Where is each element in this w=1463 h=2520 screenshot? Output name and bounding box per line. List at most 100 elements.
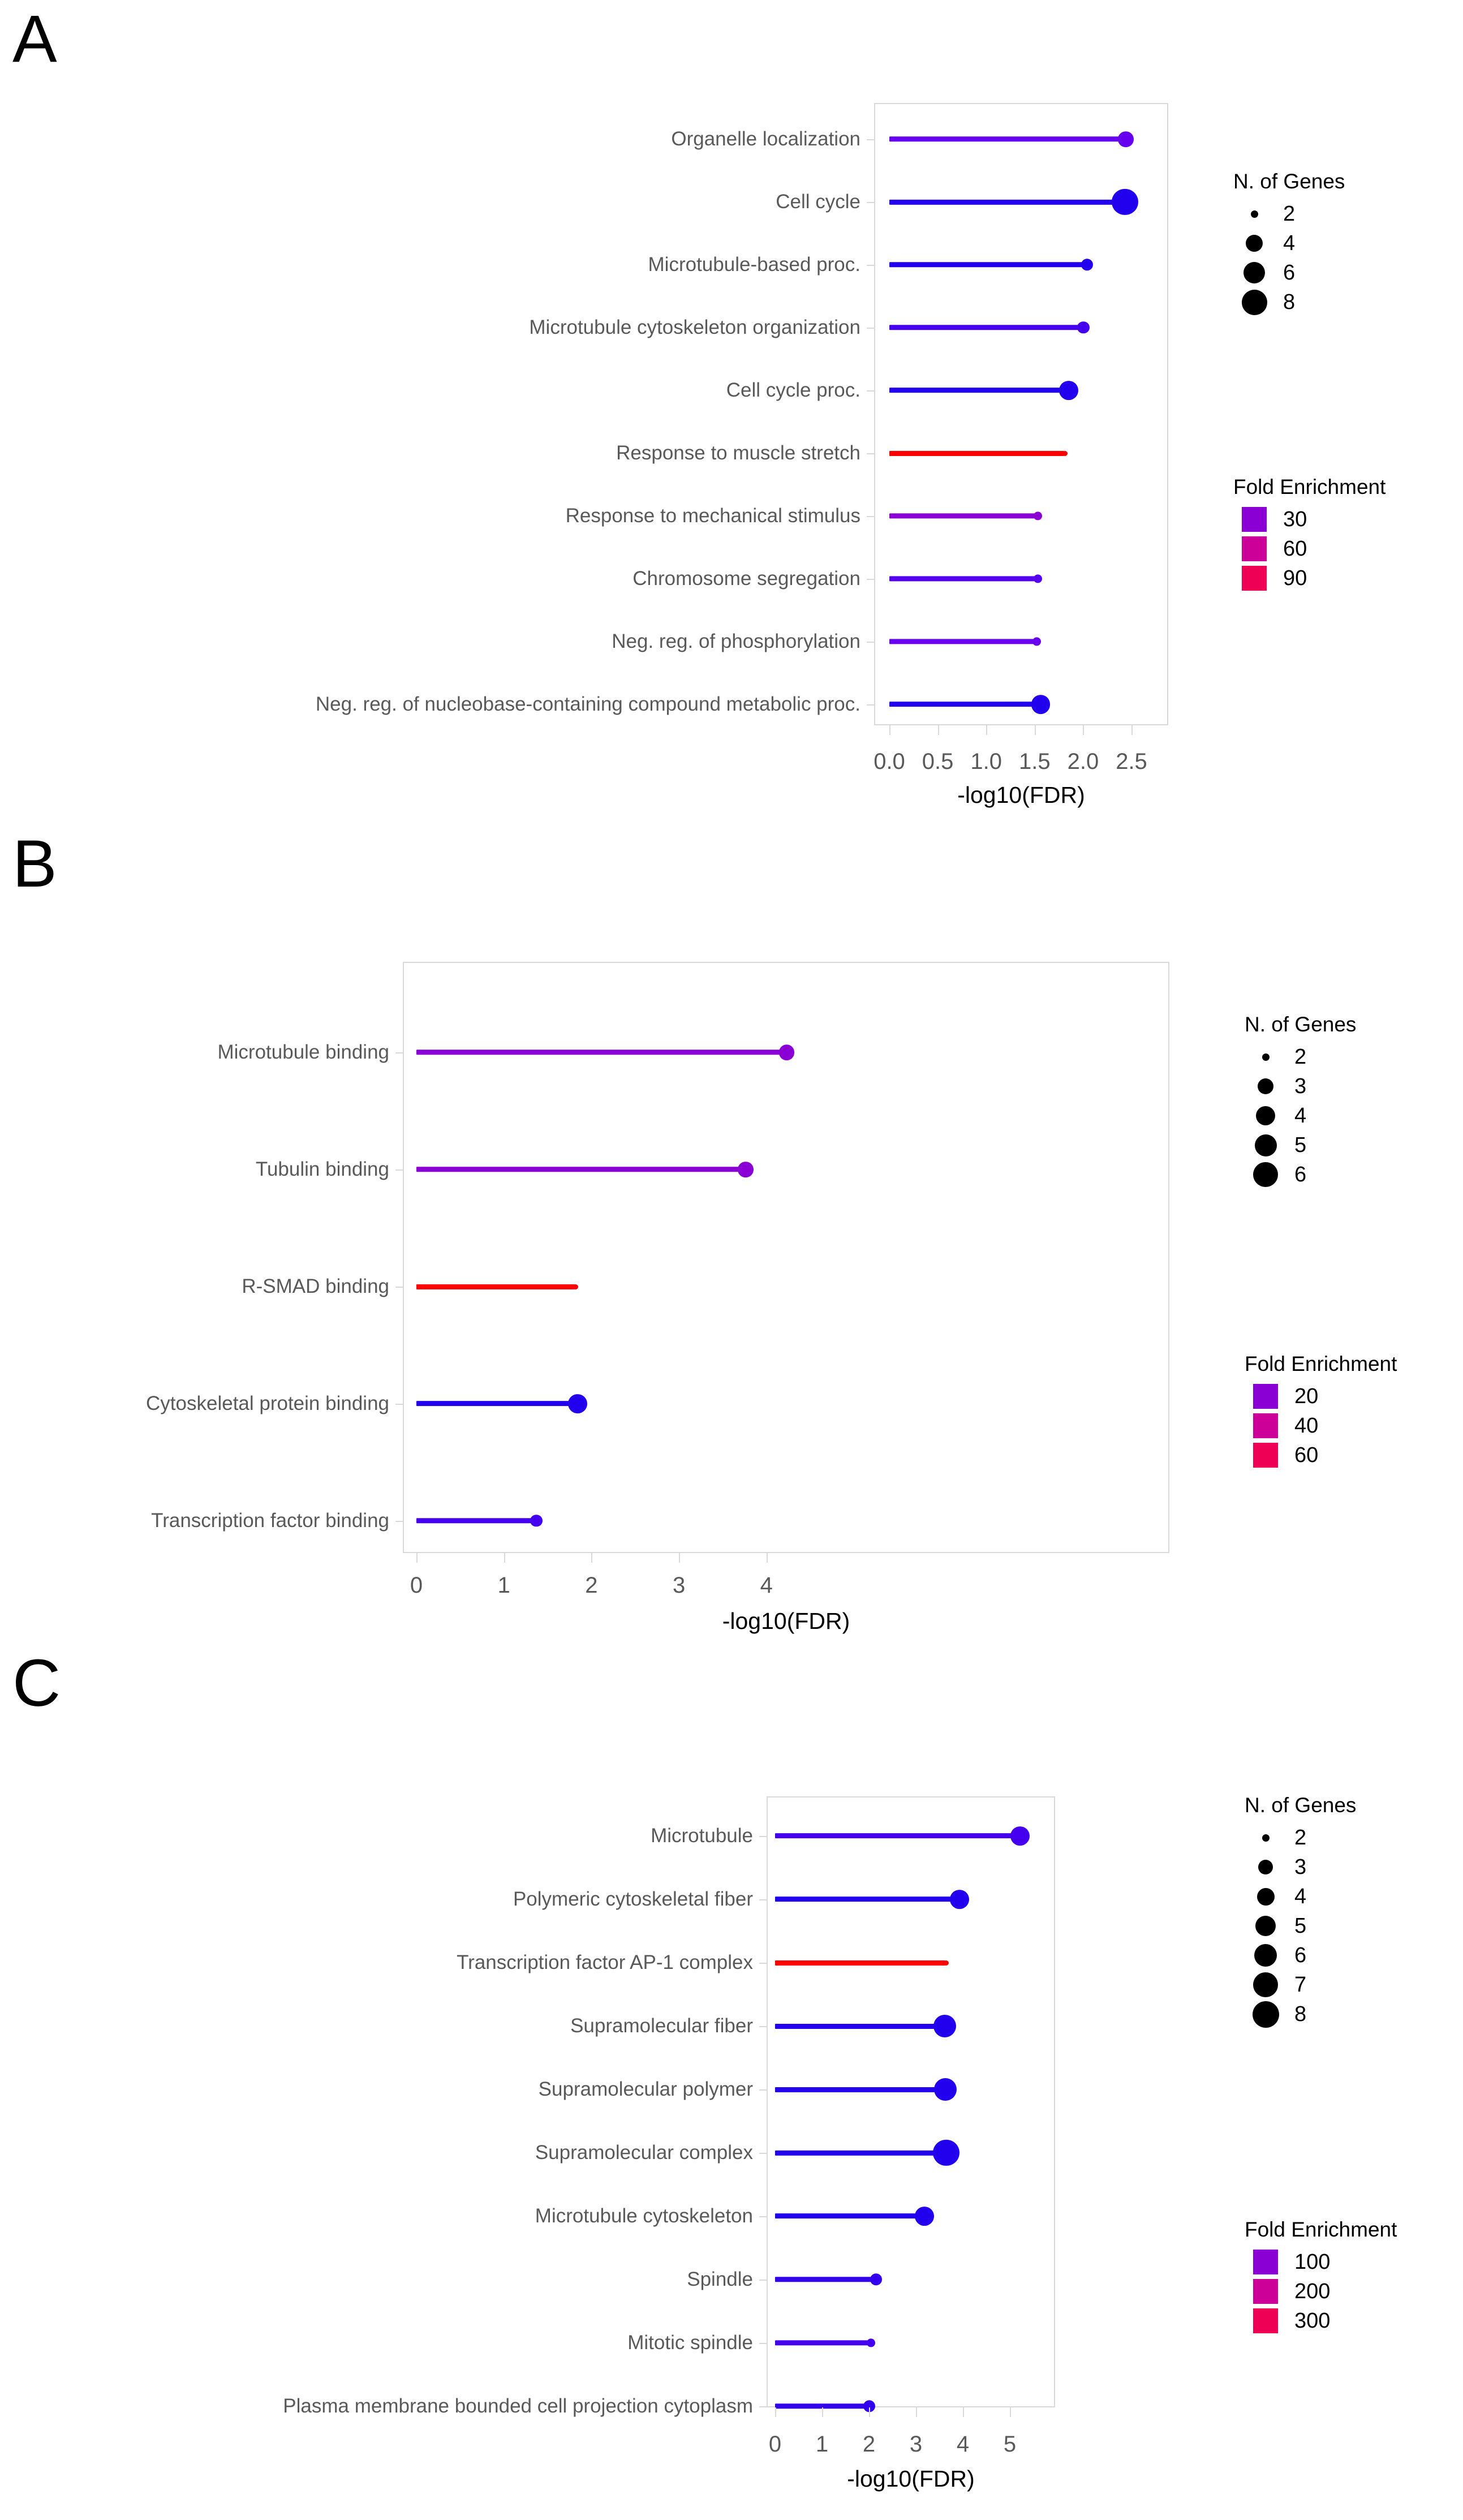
y-axis-tick <box>759 1963 767 1964</box>
legend-value: 2 <box>1294 1825 1307 1850</box>
x-axis-tick-label: 5 <box>1003 2432 1017 2457</box>
legend-swatch-icon <box>1245 2250 1286 2274</box>
legend-item-genes: 4 <box>1233 229 1345 258</box>
x-axis-tick-label: 0 <box>410 1573 423 1598</box>
x-axis-tick-label: 2.5 <box>1116 749 1147 774</box>
legend-item-fold: 20 <box>1245 1382 1397 1411</box>
x-axis-tick-label: 2.0 <box>1067 749 1099 774</box>
lollipop-stem <box>889 702 1033 707</box>
x-axis-tick-label: 4 <box>760 1573 773 1598</box>
lollipop-dot <box>949 1890 969 1909</box>
legend-value: 60 <box>1283 536 1307 561</box>
legend-item-fold: 200 <box>1245 2277 1397 2306</box>
legend-dot-icon <box>1233 289 1275 315</box>
category-label: Cytoskeletal protein binding <box>146 1392 389 1414</box>
legend-value: 2 <box>1283 201 1296 226</box>
lollipop <box>889 637 1042 646</box>
x-axis-tick-label: 3 <box>909 2432 923 2457</box>
legend-value: 6 <box>1294 1943 1307 1967</box>
legend-dot-icon <box>1245 1972 1286 1997</box>
legend-value: 7 <box>1294 1972 1307 1997</box>
legend-value: 8 <box>1283 290 1296 314</box>
legend-item-genes: 6 <box>1245 1160 1356 1189</box>
x-axis-title: -log10(FDR) <box>722 1608 850 1634</box>
legend-value: 60 <box>1294 1443 1319 1467</box>
lollipop-stem <box>416 1284 575 1289</box>
legend-dot-icon <box>1245 2001 1286 2028</box>
legend-title-genes: N. of Genes <box>1245 1013 1357 1036</box>
y-axis-tick <box>867 390 874 392</box>
category-label: Chromosome segregation <box>632 567 860 590</box>
x-axis-tick-label: 2 <box>862 2432 876 2457</box>
legend-value: 6 <box>1294 1162 1307 1186</box>
legend-value: 5 <box>1294 1133 1307 1157</box>
category-label: Supramolecular complex <box>535 2141 753 2164</box>
lollipop-dot <box>1010 1826 1030 1846</box>
lollipop <box>775 1890 969 1909</box>
lollipop-dot <box>1118 131 1134 147</box>
lollipop <box>889 449 1068 457</box>
lollipop-dot <box>863 2400 875 2413</box>
x-axis-title: -log10(FDR) <box>847 2466 975 2492</box>
legend-value: 4 <box>1294 1103 1307 1128</box>
category-label: Microtubule binding <box>217 1041 389 1063</box>
lollipop-dot <box>1033 511 1042 521</box>
lollipop <box>775 2015 956 2037</box>
lollipop-stem <box>416 1401 570 1407</box>
lollipop <box>889 188 1138 216</box>
legend-item-fold: 300 <box>1245 2306 1397 2336</box>
category-label: Neg. reg. of phosphorylation <box>612 630 860 652</box>
x-axis-tick <box>889 725 890 735</box>
category-label: Microtubule cytoskeleton <box>535 2205 753 2227</box>
x-axis-tick-label: 1.0 <box>970 749 1002 774</box>
x-axis-tick-label: 2 <box>585 1573 598 1598</box>
x-axis-tick <box>916 2407 917 2417</box>
legend-item-genes: 5 <box>1245 1130 1356 1160</box>
y-axis-tick <box>867 328 874 329</box>
legend-item-genes: 8 <box>1245 1999 1356 2029</box>
y-axis-tick <box>759 2216 767 2217</box>
legend-item-fold: 60 <box>1233 534 1385 564</box>
x-axis-tick-label: 1 <box>497 1573 510 1598</box>
lollipop-dot <box>933 2015 956 2037</box>
legend-item-fold: 60 <box>1245 1440 1397 1470</box>
category-label: Polymeric cytoskeletal fiber <box>513 1888 753 1910</box>
lollipop-stem <box>775 1897 952 1902</box>
lollipop-dot <box>1077 321 1090 334</box>
legend-item-genes: 5 <box>1245 1911 1356 1941</box>
x-axis-tick <box>679 1553 681 1563</box>
legend-value: 2 <box>1294 1044 1307 1069</box>
y-axis-tick <box>867 579 874 580</box>
lollipop-stem <box>889 513 1035 519</box>
x-axis-tick <box>822 2407 823 2417</box>
y-axis-tick <box>759 2343 767 2344</box>
legend-dot-icon <box>1233 262 1275 283</box>
lollipop-dot <box>943 1960 949 1966</box>
x-axis-tick <box>1083 725 1085 735</box>
lollipop-dot <box>1112 188 1138 216</box>
y-axis-tick <box>395 1521 403 1522</box>
lollipop <box>889 574 1042 583</box>
lollipop-stem <box>416 1518 532 1524</box>
lollipop-stem <box>416 1167 739 1172</box>
x-axis-tick-label: 0 <box>768 2432 782 2457</box>
category-label: Mitotic spindle <box>627 2332 753 2354</box>
legend-dot-icon <box>1233 210 1275 218</box>
legend-swatch-icon <box>1245 1443 1286 1468</box>
lollipop-dot <box>870 2273 883 2286</box>
lollipop <box>775 2078 957 2101</box>
lollipop <box>889 381 1079 400</box>
x-axis-tick-label: 1 <box>815 2432 829 2457</box>
lollipop <box>416 1283 579 1291</box>
y-axis-tick <box>395 1287 403 1288</box>
lollipop <box>775 2207 935 2226</box>
legend-dot-icon <box>1245 1078 1286 1094</box>
y-axis-tick <box>867 704 874 706</box>
lollipop-dot <box>1081 259 1094 271</box>
